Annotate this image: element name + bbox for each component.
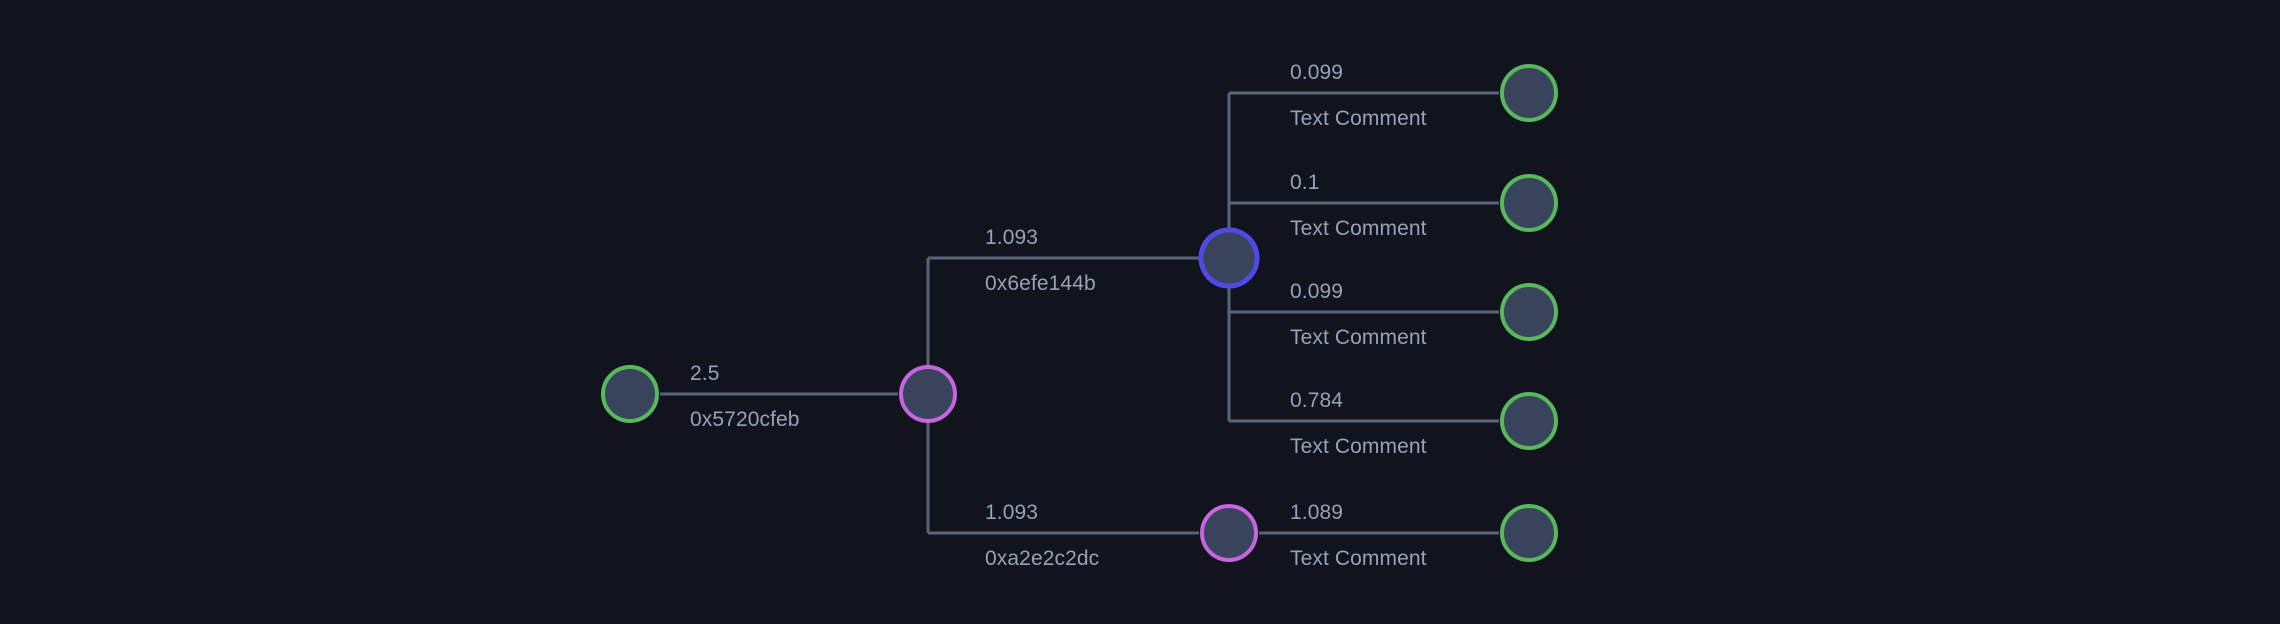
edge-split-2-to-leaf-3-detail: Text Comment (1290, 326, 1427, 349)
connectors-layer (926, 93, 1231, 533)
leaf-node-3[interactable] (1500, 283, 1558, 341)
edges-layer (660, 91, 1499, 535)
split-node-2[interactable] (1198, 227, 1260, 289)
leaf-node-1[interactable] (1500, 64, 1558, 122)
edge-split-1-to-split-3-amount: 1.093 (985, 501, 1039, 524)
edge-split-2-to-leaf-4-detail: Text Comment (1290, 435, 1427, 458)
split-node-3[interactable] (1200, 504, 1258, 562)
edge-split-2-to-leaf-2-detail: Text Comment (1290, 217, 1427, 240)
edge-split-1-to-split-2-detail: 0x6efe144b (985, 272, 1096, 295)
leaf-node-4[interactable] (1500, 392, 1558, 450)
edge-split-1-to-split-2-amount: 1.093 (985, 226, 1039, 249)
root-node[interactable] (601, 365, 659, 423)
edge-root-to-split-1-detail: 0x5720cfeb (690, 408, 800, 431)
edge-split-2-to-leaf-1-detail: Text Comment (1290, 107, 1427, 130)
edge-split-2-to-leaf-2-amount: 0.1 (1290, 171, 1320, 194)
edge-split-1-to-split-3-detail: 0xa2e2c2dc (985, 547, 1100, 570)
edge-split-2-to-leaf-4-amount: 0.784 (1290, 389, 1344, 412)
nodes-layer (601, 64, 1558, 562)
leaf-node-5[interactable] (1500, 504, 1558, 562)
split-node-1[interactable] (899, 365, 957, 423)
leaf-node-2[interactable] (1500, 174, 1558, 232)
edge-root-to-split-1-amount: 2.5 (690, 362, 720, 385)
edge-split-3-to-leaf-5-amount: 1.089 (1290, 501, 1344, 524)
edge-split-3-to-leaf-5-detail: Text Comment (1290, 547, 1427, 570)
edge-split-2-to-leaf-3-amount: 0.099 (1290, 280, 1344, 303)
edge-split-2-to-leaf-1-amount: 0.099 (1290, 61, 1344, 84)
